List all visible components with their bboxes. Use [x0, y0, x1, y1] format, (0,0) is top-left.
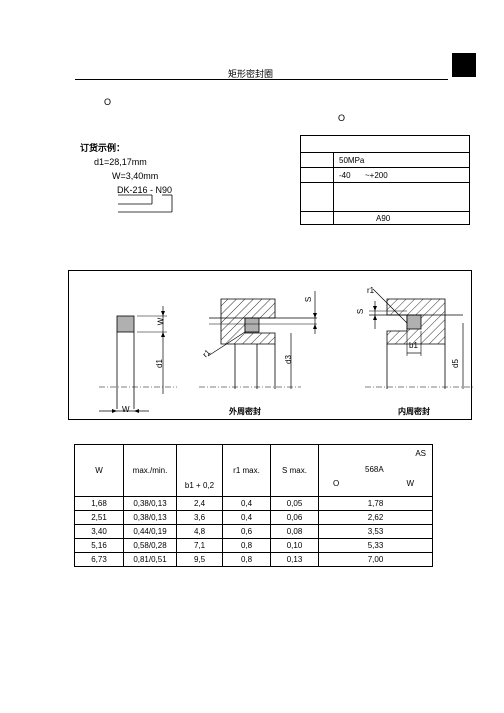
label-d1: d1	[154, 359, 164, 368]
cell-s: 0,08	[270, 524, 319, 539]
cell-r1: 0,6	[222, 524, 271, 539]
order-code: DK-216 - N90	[117, 185, 173, 195]
cell-r1: 0,4	[222, 496, 271, 511]
cell-w: 5,16	[74, 538, 124, 553]
col-header-s: S max.	[270, 444, 319, 497]
spec-hardness: A90	[376, 214, 391, 223]
cell-b1: 2,4	[176, 496, 223, 511]
spec-pressure: 50MPa	[339, 156, 365, 165]
cell-as568a: 2,62	[318, 510, 433, 525]
cell-as568a: 5,33	[318, 538, 433, 553]
cell-s: 0,05	[270, 496, 319, 511]
seal-diagram-drawing	[99, 288, 473, 413]
cell-s: 0,06	[270, 510, 319, 525]
label-b1: b1	[409, 341, 418, 350]
col-header-b1: b1 + 0,2	[176, 444, 223, 497]
caption-outer-seal: 外周密封	[229, 407, 261, 416]
cell-as568a: 1,78	[318, 496, 433, 511]
cell-tolerance: 0,58/0,28	[123, 538, 177, 553]
col-header-r1: r1 max.	[222, 444, 271, 497]
page-title: 矩形密封圈	[228, 69, 274, 79]
cell-r1: 0,8	[222, 538, 271, 553]
header-tab-marker	[452, 53, 476, 77]
intro-mark-right: O	[338, 113, 346, 123]
header-rule	[75, 79, 448, 80]
label-r1-inner: r1	[367, 286, 375, 295]
cell-w: 1,68	[74, 496, 124, 511]
col-header-as568a: AS 568A O W	[318, 444, 433, 497]
seal-diagram: W d1 W S r1 d3 外周密封 r1 S b1 d5 内周密封	[68, 270, 473, 420]
as-number: 568A	[365, 465, 384, 474]
cell-r1: 0,8	[222, 552, 271, 567]
cell-tolerance: 0,44/0,19	[123, 524, 177, 539]
cell-as568a: 3,53	[318, 524, 433, 539]
cell-tolerance: 0,38/0,13	[123, 510, 177, 525]
cell-w: 6,73	[74, 552, 124, 567]
col-header-tolerance: max./min.	[123, 444, 177, 497]
spec-temp-min: -40	[339, 171, 351, 180]
label-w-vertical: W	[156, 317, 166, 326]
cell-b1: 7,1	[176, 538, 223, 553]
order-w: W=3,40mm	[112, 171, 159, 181]
label-s-outer: S	[304, 296, 314, 303]
cell-w: 2,51	[74, 510, 124, 525]
order-example-title: 订货示例：	[80, 143, 126, 153]
label-d5: d5	[450, 359, 460, 368]
cell-b1: 9,5	[176, 552, 223, 567]
as-w-label: W	[406, 479, 414, 488]
cell-tolerance: 0,38/0,13	[123, 496, 177, 511]
order-code-leaders	[118, 194, 173, 213]
cell-b1: 4,8	[176, 524, 223, 539]
spec-temp-max: ~+200	[365, 171, 388, 180]
cell-s: 0,10	[270, 538, 319, 553]
as-o-label: O	[333, 479, 340, 488]
cell-tolerance: 0,81/0,51	[123, 552, 177, 567]
col-header-w: W	[74, 444, 124, 497]
as-label: AS	[415, 449, 426, 458]
label-d3: d3	[283, 355, 293, 364]
cell-s: 0,13	[270, 552, 319, 567]
order-d1: d1=28,17mm	[94, 157, 147, 167]
cell-as568a: 7,00	[318, 552, 433, 567]
cell-r1: 0,4	[222, 510, 271, 525]
caption-inner-seal: 内周密封	[398, 407, 430, 416]
intro-mark-left: O	[104, 97, 112, 107]
dimensions-table: W max./min. b1 + 0,2 r1 max. S max. AS 5…	[74, 444, 433, 567]
cell-b1: 3,6	[176, 510, 223, 525]
cell-w: 3,40	[74, 524, 124, 539]
label-w-bottom: W	[122, 405, 130, 414]
label-s-inner: S	[356, 308, 366, 315]
spec-table: 50MPa -40 ~+200 A90	[300, 135, 470, 225]
